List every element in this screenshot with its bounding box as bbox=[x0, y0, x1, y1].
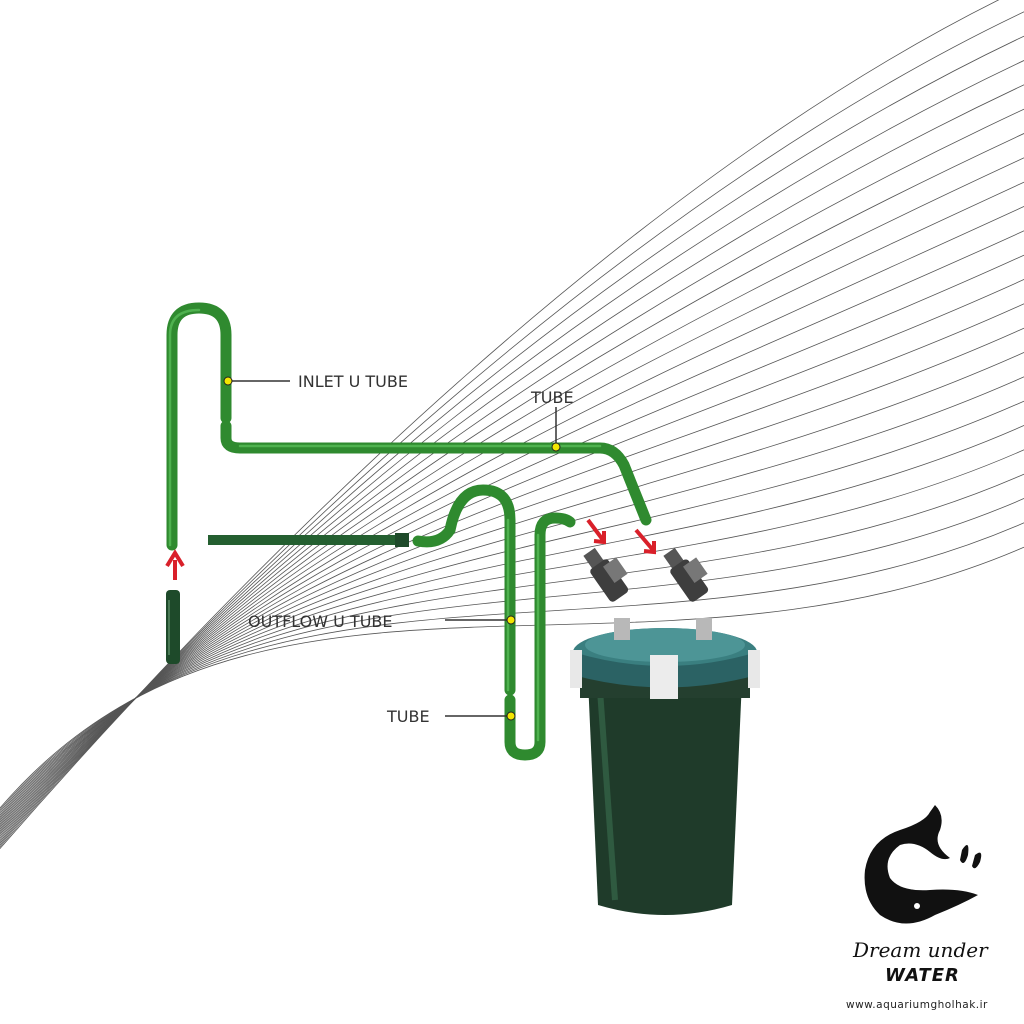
flow-arrow-outlet bbox=[586, 518, 606, 545]
background-wave-line bbox=[0, 108, 1024, 841]
background-wave-line bbox=[0, 376, 1024, 822]
background-wave-line bbox=[0, 424, 1024, 818]
label-tube-bottom: TUBE bbox=[386, 707, 430, 726]
background-wave-line bbox=[0, 230, 1024, 832]
valve-outlet bbox=[583, 547, 630, 640]
logo-line2: WATER bbox=[885, 965, 960, 986]
inlet-tube bbox=[220, 420, 652, 526]
outflow-u-tube bbox=[412, 484, 516, 696]
label-outflow-u-tube: OUTFLOW U TUBE bbox=[248, 612, 393, 631]
valve-inlet bbox=[663, 547, 712, 640]
background-wave-line bbox=[0, 181, 1024, 836]
background-wave-line bbox=[0, 522, 1024, 811]
background-wave-line bbox=[0, 303, 1024, 827]
whale-logo-icon bbox=[864, 805, 978, 924]
background-wave-line bbox=[0, 449, 1024, 816]
background-wave-line bbox=[0, 400, 1024, 820]
logo-url: www.aquariumgholhak.ir bbox=[846, 999, 988, 1011]
background-wave-line bbox=[0, 206, 1024, 834]
flow-arrow-inlet bbox=[634, 528, 656, 555]
background-wave-line bbox=[0, 351, 1024, 823]
flow-arrow-up bbox=[165, 549, 185, 580]
background-wave-line bbox=[0, 497, 1024, 813]
label-tube-top: TUBE bbox=[530, 388, 574, 407]
callout-tube-bottom: TUBE bbox=[386, 707, 516, 726]
callout-tube-top: TUBE bbox=[530, 388, 574, 452]
inlet-u-tube bbox=[166, 302, 232, 551]
callout-inlet-u-tube: INLET U TUBE bbox=[223, 372, 408, 391]
canister-filter bbox=[570, 628, 760, 915]
background-wave-line bbox=[0, 473, 1024, 815]
spray-bar bbox=[208, 533, 409, 547]
logo-line1: Dream under bbox=[852, 938, 989, 962]
outflow-tube bbox=[504, 512, 576, 761]
background-wave-line bbox=[0, 546, 1024, 809]
intake-strainer bbox=[166, 590, 180, 664]
callout-outflow-u-tube: OUTFLOW U TUBE bbox=[248, 612, 516, 631]
background-wave-line bbox=[0, 279, 1024, 829]
brand-logo: Dream under WATER www.aquariumgholhak.ir bbox=[846, 805, 989, 1011]
background-wave-lines bbox=[0, 0, 1024, 850]
water-drop-icon bbox=[960, 845, 982, 869]
background-wave-line bbox=[0, 84, 1024, 843]
label-inlet-u-tube: INLET U TUBE bbox=[298, 372, 408, 391]
background-wave-line bbox=[0, 327, 1024, 825]
